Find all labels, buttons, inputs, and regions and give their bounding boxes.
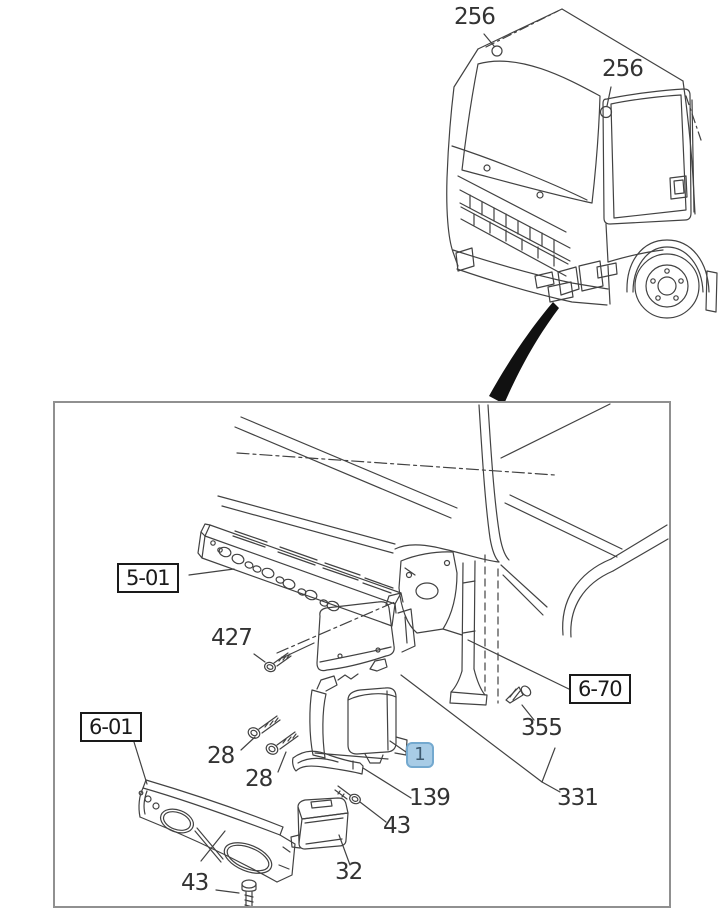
screw-355-drawing [506,684,534,720]
cab-outline [447,9,701,278]
callout-427[interactable]: 427 [211,625,253,651]
callout-28-lower[interactable]: 28 [245,766,273,792]
callout-256-roof-left[interactable]: 256 [454,4,496,30]
truck-cab-overview-drawing [420,0,725,404]
ref-leader-lines [189,569,234,575]
fender-bracket-6-70-drawing [399,552,573,705]
detail-zoom-arrow [489,302,559,404]
callout-43-mid[interactable]: 43 [383,813,411,839]
bumper-end-6-01-drawing [134,742,295,882]
clip-427-bolt-drawing [254,643,314,673]
fog-lamp-32-drawing [291,798,350,865]
callout-43-bottom[interactable]: 43 [181,870,209,896]
bolt-43-mid-drawing [335,786,386,822]
callout-139[interactable]: 139 [409,785,451,811]
rear-wheel [627,240,717,318]
bolt-28-lower-drawing [264,732,298,772]
assembly-331-leader-lines [401,675,560,792]
section-ref-6-01[interactable]: 6-01 [80,712,142,742]
callout-355[interactable]: 355 [521,715,563,741]
exploded-view-drawing [55,403,669,906]
callout-256-roof-right[interactable]: 256 [602,56,644,82]
callout-32[interactable]: 32 [335,859,363,885]
bumper-crossmember-drawing [198,524,401,626]
cab-corner-lines [218,404,668,703]
screw-43-bottom-drawing [216,880,256,906]
section-ref-5-01[interactable]: 5-01 [117,563,179,593]
callout-1-selected[interactable]: 1 [406,742,434,768]
strip-bracket-139-drawing [293,751,411,798]
fog-lamp-cover-drawing [317,593,415,671]
grille-and-bumper [452,146,610,305]
section-ref-6-70[interactable]: 6-70 [569,674,631,704]
bolt-28-upper-drawing [241,716,280,750]
fog-lamp-bracket-assembly-drawing [310,659,407,763]
callout-331[interactable]: 331 [557,785,599,811]
detail-view-panel: 5-01 427 6-01 28 28 1 139 43 32 43 6-70 … [53,401,671,908]
callout-28-upper[interactable]: 28 [207,743,235,769]
roof-marker-leaders [484,34,612,118]
